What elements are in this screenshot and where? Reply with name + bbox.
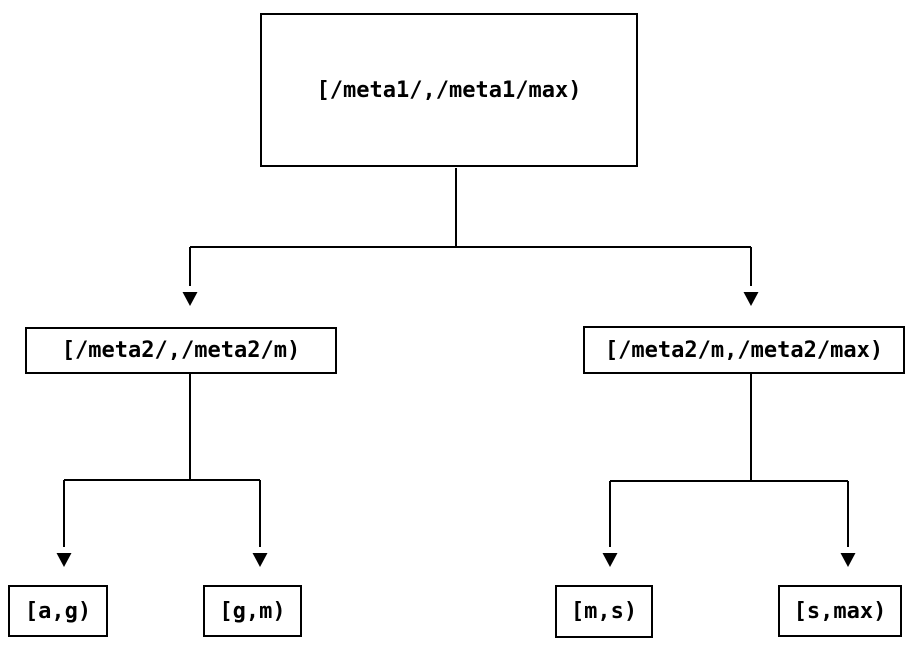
node-left-interval: [/meta2/,/meta2/m) xyxy=(25,327,337,374)
arrowhead-left-to-gm-icon xyxy=(252,553,268,567)
node-leaf-gm: [g,m) xyxy=(203,585,302,637)
node-right-interval: [/meta2/m,/meta2/max) xyxy=(583,326,905,374)
arrowhead-root-to-right-icon xyxy=(743,292,759,306)
node-leaf-ag: [a,g) xyxy=(8,585,108,637)
node-leaf-smax: [s,max) xyxy=(778,585,902,637)
arrowhead-left-to-ag-icon xyxy=(56,553,72,567)
arrowhead-root-to-left-icon xyxy=(182,292,198,306)
arrowhead-right-to-ms-icon xyxy=(602,553,618,567)
node-root-interval: [/meta1/,/meta1/max) xyxy=(260,13,638,167)
node-leaf-ms: [m,s) xyxy=(555,585,653,638)
arrowhead-right-to-smax-icon xyxy=(840,553,856,567)
connector-lines xyxy=(63,168,849,547)
